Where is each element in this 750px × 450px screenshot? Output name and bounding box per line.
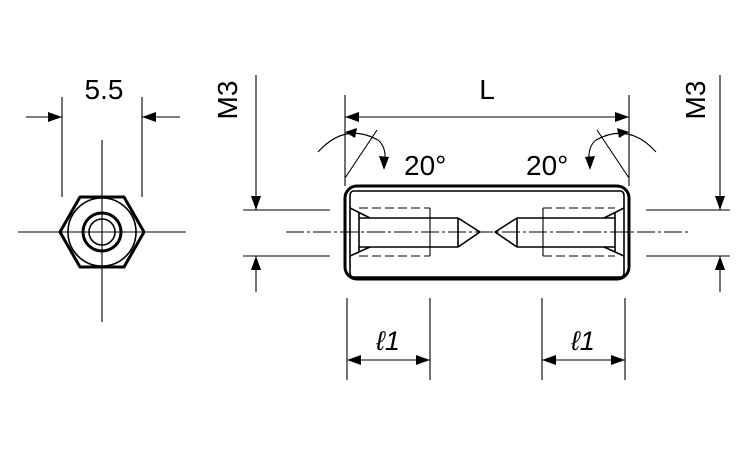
thread-left-label: M3 (212, 81, 243, 120)
thread-right-arrow-bottom (715, 256, 725, 270)
thread-left-arrow-top (251, 196, 261, 210)
depth-right-arrow-left (542, 355, 556, 365)
length-arrow-right (615, 112, 629, 122)
length-arrow-left (345, 112, 359, 122)
angle-left-arrow-top (345, 128, 357, 138)
angle-left-line (344, 129, 378, 179)
thread-right-arrow-top (715, 196, 725, 210)
angle-right-label: 20° (526, 150, 568, 181)
length-label: L (479, 74, 495, 105)
depth-left-arrow-left (347, 355, 361, 365)
angle-left-label: 20° (404, 150, 446, 181)
angle-right-line (596, 129, 630, 179)
angle-right-arc (588, 132, 657, 169)
left-tapped-hole (349, 207, 481, 257)
spacer-side-view: L 20° 20° M3 M3 ℓ1 (212, 74, 730, 380)
angle-left-arc (317, 132, 386, 169)
depth-right-label: ℓ1 (570, 326, 595, 356)
hex-end-view: 5.5 (18, 74, 186, 322)
angle-right-arrow-bottom (585, 156, 595, 170)
hex-arrow-right (142, 112, 156, 122)
depth-left-label: ℓ1 (375, 326, 400, 356)
right-tapped-hole (494, 207, 625, 257)
body-chamfer-line (349, 190, 625, 278)
thread-right-label: M3 (680, 81, 711, 120)
angle-left-arrow-bottom (379, 156, 389, 170)
thread-left-arrow-bottom (251, 256, 261, 270)
hex-arrow-left (48, 112, 62, 122)
depth-right-arrow-right (611, 355, 625, 365)
depth-left-arrow-right (416, 355, 430, 365)
angle-right-arrow-top (617, 128, 629, 138)
hex-width-label: 5.5 (85, 74, 124, 105)
